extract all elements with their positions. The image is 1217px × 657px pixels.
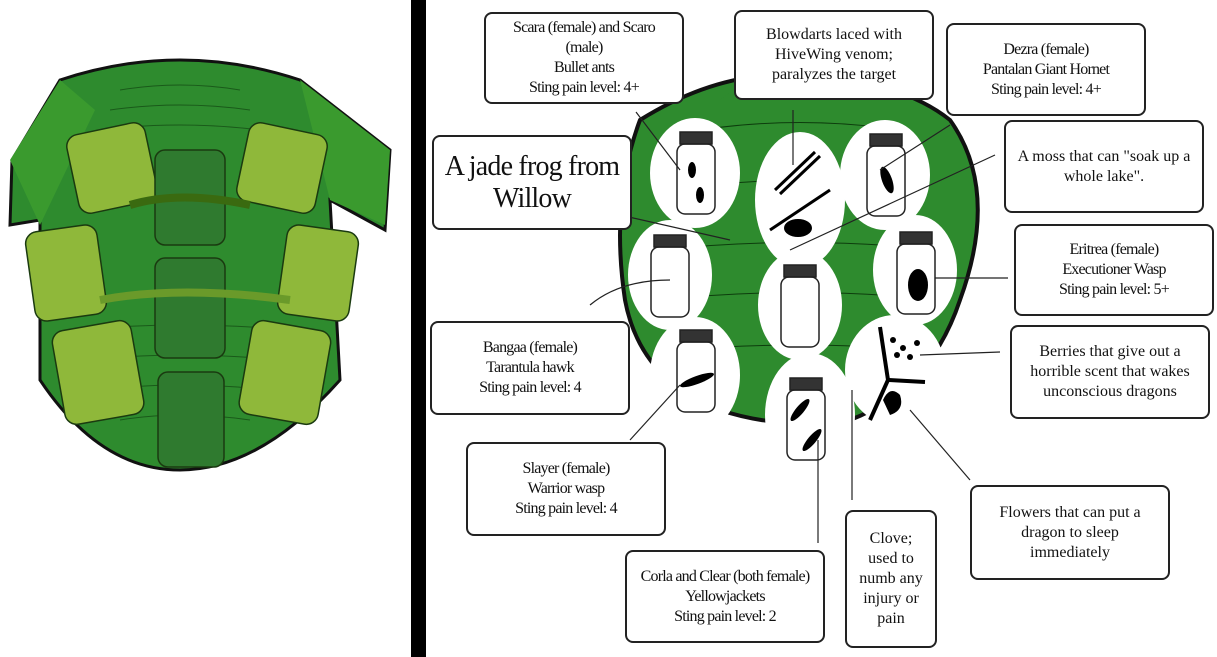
label-yellowjackets: Corla and Clear (both female) Yellowjack… <box>625 550 825 643</box>
pouch <box>51 319 145 426</box>
pouch <box>157 371 225 468</box>
label-berries: Berries that give out a horrible scent t… <box>1010 325 1210 419</box>
label-tarantula-hawk: Bangaa (female) Tarantula hawk Sting pai… <box>430 321 630 415</box>
pouch <box>238 319 332 426</box>
herb-panel <box>845 315 945 425</box>
pouch <box>66 122 158 214</box>
pointer-arrows <box>589 110 1008 543</box>
label-frog: A jade frog from Willow <box>432 135 632 230</box>
jar-icon <box>780 264 820 348</box>
jar-icon <box>676 329 716 413</box>
label-warrior-wasp: Slayer (female) Warrior wasp Sting pain … <box>466 442 666 536</box>
blowdart-frog-panel <box>755 132 845 268</box>
jar-warrior-wasp <box>650 317 740 433</box>
blowdarts-icon <box>769 150 831 232</box>
pouch <box>154 257 226 359</box>
label-executioner-wasp: Eritrea (female) Executioner Wasp Sting … <box>1014 224 1214 316</box>
jar-icon <box>650 234 690 318</box>
left-shell-illustration <box>8 58 392 472</box>
label-clove: Clove; used to numb any injury or pain <box>845 510 937 648</box>
jar-tarantula-hawk <box>628 220 712 330</box>
jar-icon <box>866 133 906 217</box>
label-bullet-ants: Scara (female) and Scaro (male) Bullet a… <box>484 12 684 104</box>
pouch <box>236 122 328 214</box>
jar-yellowjackets <box>765 353 855 477</box>
insect-silhouettes <box>680 162 928 452</box>
herb-divider <box>868 326 926 421</box>
label-flowers: Flowers that can put a dragon to sleep i… <box>970 485 1170 580</box>
label-hornet: Dezra (female) Pantalan Giant Hornet Sti… <box>946 23 1146 116</box>
jar-icon <box>676 131 716 215</box>
right-shell-illustration <box>589 72 1008 543</box>
label-blowdarts: Blowdarts laced with HiveWing venom; par… <box>734 10 934 100</box>
divider <box>411 0 426 657</box>
jar-moss <box>758 250 842 360</box>
label-moss: A moss that can "soak up a whole lake". <box>1004 120 1204 213</box>
jar-icon <box>896 231 936 315</box>
pouch <box>276 224 360 322</box>
pouch <box>24 224 108 322</box>
jar-icon <box>786 377 826 461</box>
